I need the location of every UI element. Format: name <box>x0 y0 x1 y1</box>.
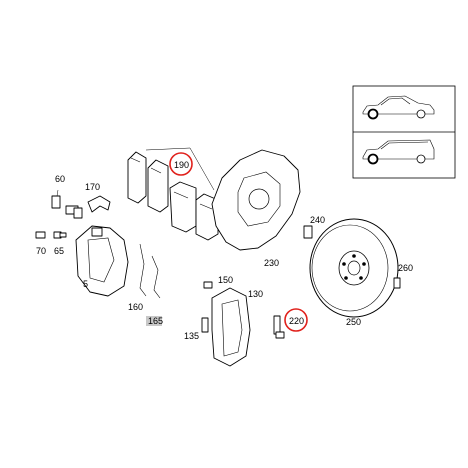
brake-disc <box>309 218 399 318</box>
label-160: 160 <box>128 302 143 312</box>
label-230: 230 <box>264 258 279 268</box>
cap-and-bolt <box>65 205 83 219</box>
guide-bolt-70 <box>35 231 46 239</box>
sedan-car-icon <box>362 95 435 120</box>
label-250: 250 <box>346 317 361 327</box>
bolt-150 <box>203 281 213 289</box>
label-130: 130 <box>248 289 263 299</box>
label-240: 240 <box>310 215 325 225</box>
highlight-220 <box>284 308 308 332</box>
label-70: 70 <box>36 246 46 256</box>
vehicle-inset <box>352 85 456 179</box>
guide-bolt-65 <box>53 231 67 239</box>
label-65: 65 <box>54 246 64 256</box>
bleeder-screw-60 <box>51 189 61 209</box>
label-260: 260 <box>398 263 413 273</box>
label-135: 135 <box>184 331 199 341</box>
bolt-240 <box>303 225 313 239</box>
label-165: 165 <box>148 316 163 326</box>
wrench-icon <box>87 195 111 213</box>
spring-clip-160 <box>139 243 161 299</box>
caliper-carrier <box>211 287 251 367</box>
wear-sensor-220 <box>273 315 285 339</box>
label-220: 220 <box>289 316 304 326</box>
dust-shield <box>211 149 301 251</box>
brake-caliper <box>75 225 129 297</box>
label-190: 190 <box>174 160 189 170</box>
label-60: 60 <box>55 174 65 184</box>
label-170: 170 <box>85 182 100 192</box>
highlight-190 <box>169 152 193 176</box>
bolt-260 <box>393 277 401 289</box>
pin-135 <box>201 317 209 333</box>
label-150: 150 <box>218 275 233 285</box>
brake-pads <box>127 147 219 241</box>
label-165-box <box>146 316 162 326</box>
label-5: 5 <box>83 279 88 289</box>
estate-car-icon <box>362 139 435 165</box>
